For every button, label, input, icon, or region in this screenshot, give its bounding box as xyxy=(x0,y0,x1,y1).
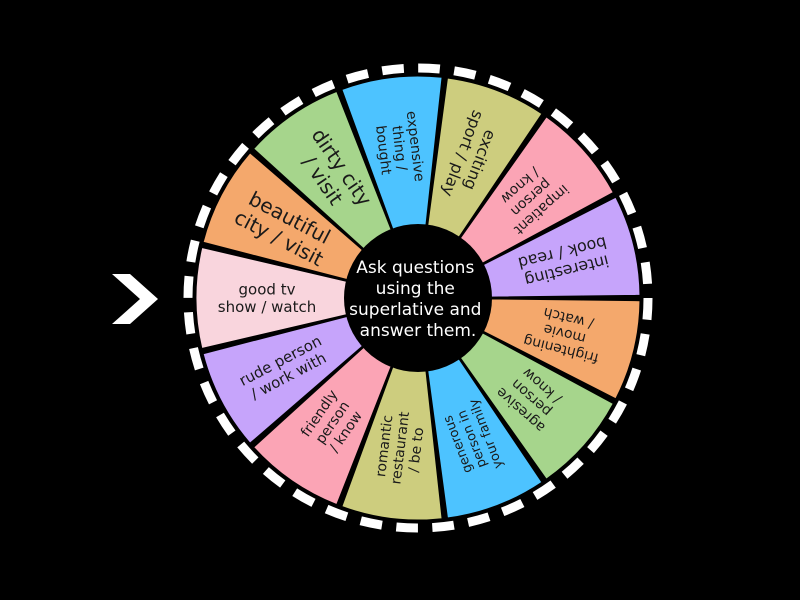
wheel-segment[interactable]: excitingsport / play xyxy=(426,77,543,239)
center-instruction-line: Ask questions xyxy=(356,258,474,278)
wheel-hub[interactable]: Ask questions using the superlative and … xyxy=(344,224,492,372)
wheel-segment-label-line: bought xyxy=(372,125,394,177)
wheel-segment[interactable]: expensivething /bought xyxy=(341,75,443,232)
wheel-segment[interactable]: generousperson inyour family xyxy=(426,357,543,519)
wheel-segment[interactable]: rude person/ work with xyxy=(202,315,365,444)
chevron-right-icon xyxy=(112,274,158,324)
wheel-hub-circle[interactable] xyxy=(344,224,492,372)
center-instruction-line: superlative and xyxy=(349,300,481,320)
wheel-segment-label: romanticrestaurant/ be to xyxy=(372,408,429,487)
wheel-segment-label-line: thing / xyxy=(388,125,409,172)
wheel-segment-label-line: / be to xyxy=(406,427,427,474)
wheel-segment-label-line: good tv xyxy=(239,281,296,299)
center-instruction-line: answer them. xyxy=(360,321,477,341)
dashed-border-ring xyxy=(183,63,653,533)
wheel-segment[interactable]: frighteningmovie/ watch xyxy=(481,298,641,400)
wheel-segment[interactable]: romanticrestaurant/ be to xyxy=(341,364,443,521)
wheel-segment-label-line: romantic xyxy=(373,414,396,478)
wheel-dashed-border xyxy=(183,63,653,533)
center-instruction-line: using the xyxy=(376,279,455,299)
wheel-segment-label-line: show / watch xyxy=(218,298,316,316)
center-instruction: Ask questions using the superlative and … xyxy=(349,258,487,341)
